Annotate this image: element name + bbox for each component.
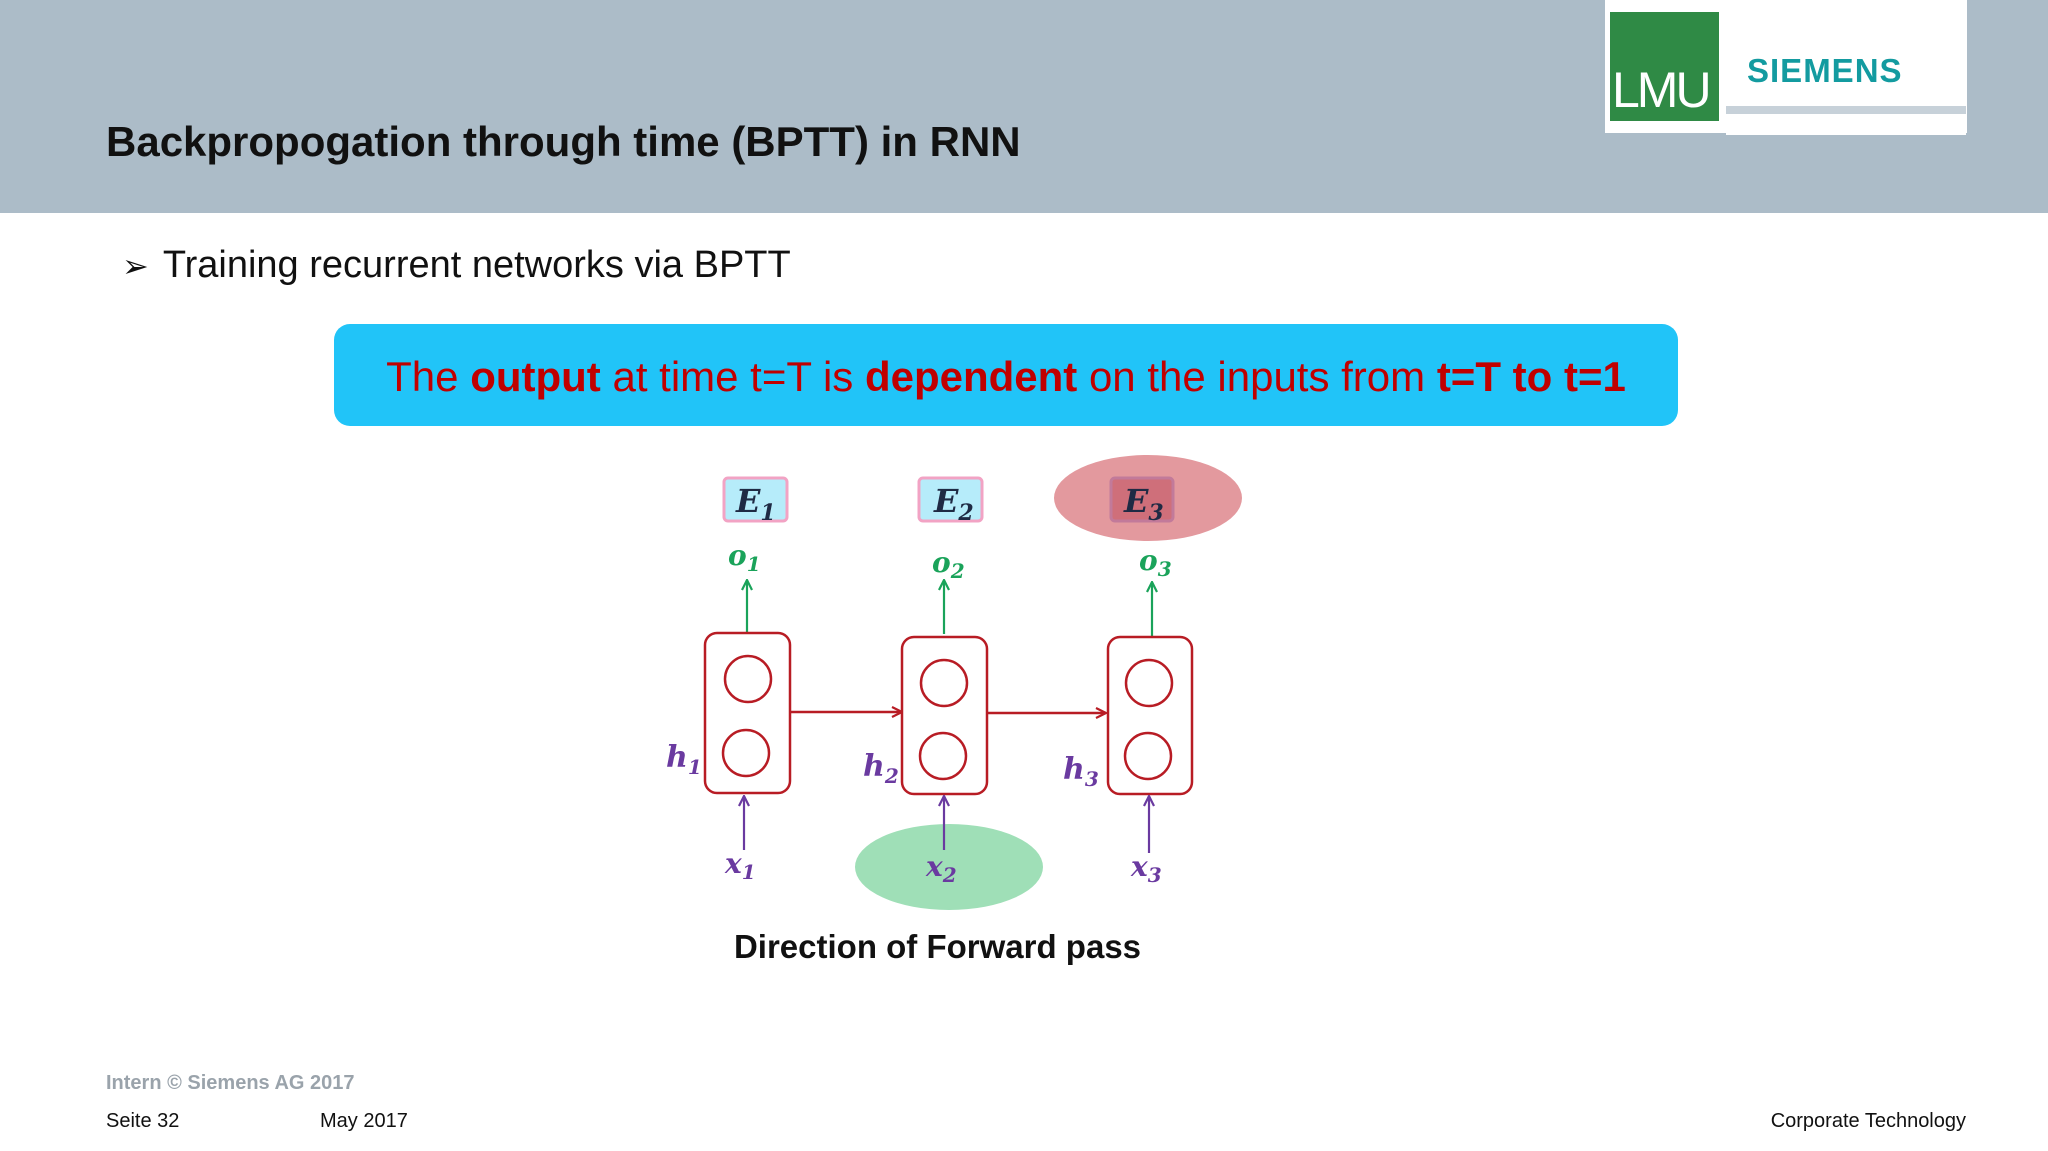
cell-1-unit-bottom: [721, 728, 771, 778]
logo-stripe-white: [1726, 116, 1966, 135]
diagram-caption: Direction of Forward pass: [733, 928, 1142, 965]
output-label-1: o1: [728, 539, 761, 576]
lmu-logo-text: LMU: [1612, 62, 1712, 118]
rnn-cell-1: [703, 631, 792, 795]
error-box-3: [1109, 476, 1175, 523]
bullet-point: ➢ Training recurrent networks via BPTT: [122, 244, 791, 287]
hidden-label-3: h3: [1063, 752, 1099, 791]
lmu-logo: LMU: [1610, 12, 1719, 121]
cell-1-unit-top: [723, 654, 773, 704]
callout-box: The output at time t=T is dependent on t…: [334, 324, 1678, 426]
output-label-3: o3: [1139, 544, 1172, 581]
error-label-2: E2: [933, 482, 974, 526]
slide-title: Backpropogation through time (BPTT) in R…: [106, 118, 1021, 165]
callout-text: The output at time t=T is dependent on t…: [386, 353, 1626, 400]
siemens-logo: SIEMENS: [1747, 52, 1903, 89]
input-label-2: x2: [925, 850, 957, 887]
hidden-label-1: h1: [666, 740, 702, 779]
cell-2-unit-top: [919, 658, 969, 708]
cell-3-unit-top: [1124, 658, 1174, 708]
error-label-1: E1: [735, 482, 776, 526]
error-box-2: [917, 476, 984, 523]
input-label-1: x1: [724, 847, 756, 884]
bullet-text: Training recurrent networks via BPTT: [162, 244, 791, 286]
arrow-bullet-icon: ➢: [122, 248, 149, 284]
output-label-2: o2: [932, 546, 965, 583]
cell-2-unit-bottom: [918, 731, 968, 781]
input-label-3: x3: [1130, 850, 1162, 887]
error-label-3: E3: [1123, 482, 1164, 526]
rnn-cell-3: [1106, 635, 1194, 796]
logo-stripe: [1726, 106, 1966, 114]
footer-copyright: Intern © Siemens AG 2017: [106, 1072, 355, 1094]
error-box-1: [722, 476, 789, 523]
input-highlight-ellipse: [855, 824, 1043, 910]
footer-department: Corporate Technology: [1770, 1110, 1966, 1132]
hidden-label-2: h2: [863, 749, 899, 788]
footer-page-number: Seite 32: [106, 1110, 180, 1132]
footer-date: May 2017: [320, 1110, 408, 1132]
cell-3-unit-bottom: [1123, 731, 1173, 781]
